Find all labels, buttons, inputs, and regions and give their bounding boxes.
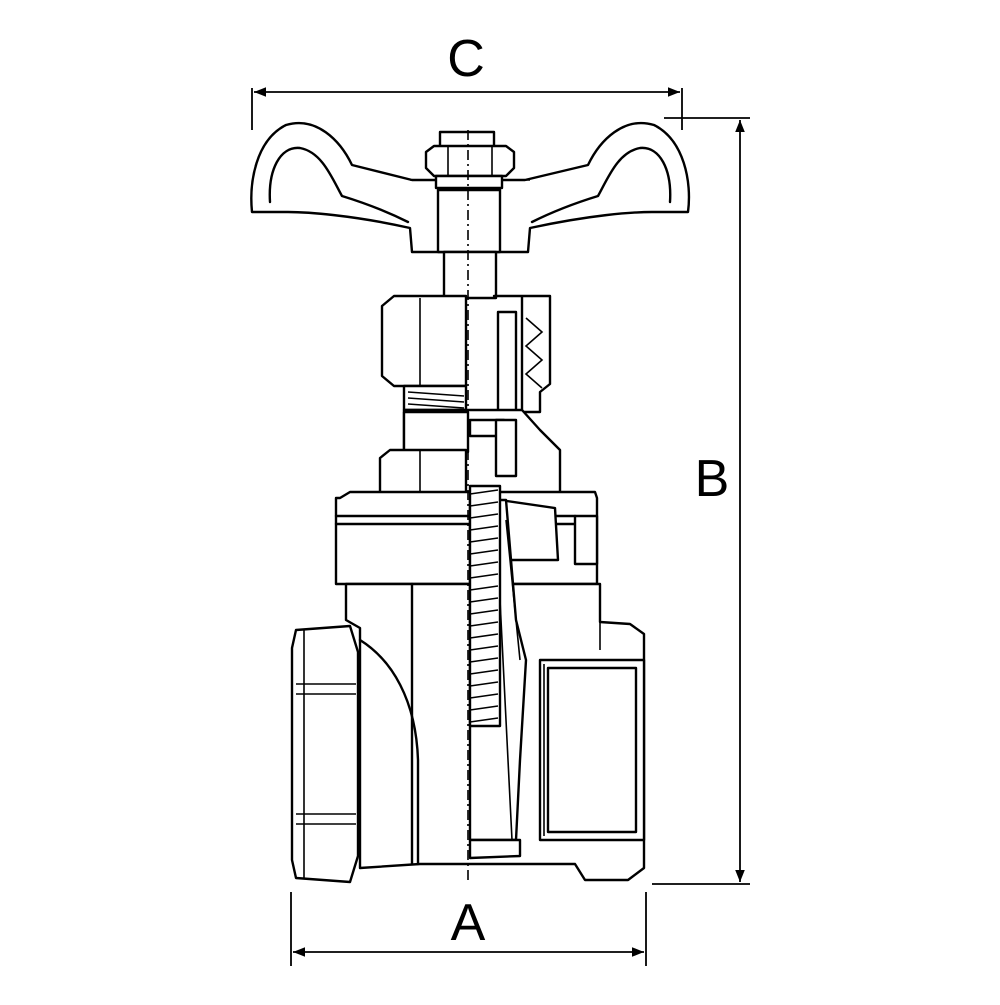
stem-section-mid xyxy=(494,418,518,478)
stem-upper xyxy=(442,250,498,300)
packing-nut-thread-lines xyxy=(407,391,465,409)
stem-square xyxy=(436,188,502,254)
stem-section-upper xyxy=(496,310,518,414)
handwheel-inner-left xyxy=(268,146,410,224)
left-hex-end xyxy=(290,624,360,884)
right-port xyxy=(538,658,646,842)
stem-assembly xyxy=(424,130,516,300)
dimension-a: A xyxy=(290,892,647,966)
bonnet-section xyxy=(378,294,562,496)
packing-hatch xyxy=(524,317,544,389)
packing-nut xyxy=(380,294,468,412)
bonnet-nut xyxy=(378,448,468,496)
wedge-base xyxy=(468,838,522,860)
handwheel-nut xyxy=(424,144,516,178)
stem-thread-lines xyxy=(469,489,499,723)
stem-threaded xyxy=(468,484,502,728)
dimension-c-label: C xyxy=(447,30,485,88)
body-flange xyxy=(334,490,599,586)
body-contour xyxy=(358,638,420,866)
bonnet-neck-left xyxy=(402,410,470,454)
dimension-b: B xyxy=(652,117,750,885)
flange-lug xyxy=(573,514,599,566)
wedge-edges xyxy=(499,519,521,841)
dimension-b-label: B xyxy=(695,450,730,508)
nut-washer xyxy=(434,174,504,190)
hex-end-body xyxy=(290,624,360,884)
handwheel-inner-right xyxy=(530,146,672,224)
port-thread xyxy=(546,666,638,834)
packing-nut-body xyxy=(380,294,468,388)
stem-thread xyxy=(468,484,502,728)
dimension-c: C xyxy=(251,30,683,130)
dimension-a-label: A xyxy=(451,894,486,952)
